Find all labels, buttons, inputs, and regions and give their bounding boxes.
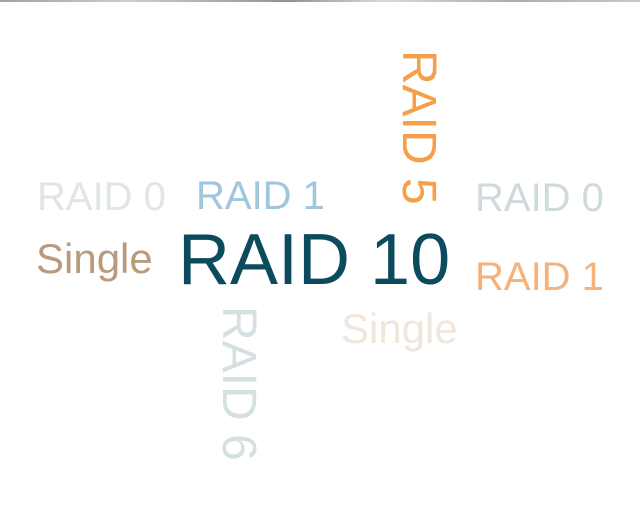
word-raid-6: RAID 6	[212, 306, 265, 461]
word-single-brown: Single	[36, 235, 153, 282]
word-raid-10: RAID 10	[178, 220, 451, 300]
top-border-strip	[0, 0, 640, 2]
word-raid-0-left: RAID 0	[37, 175, 166, 219]
word-raid-1-blue: RAID 1	[196, 174, 325, 218]
word-raid-1-orange: RAID 1	[475, 255, 604, 299]
word-raid-5: RAID 5	[392, 50, 445, 205]
word-raid-0-right: RAID 0	[475, 176, 604, 220]
word-single-beige: Single	[341, 305, 458, 352]
